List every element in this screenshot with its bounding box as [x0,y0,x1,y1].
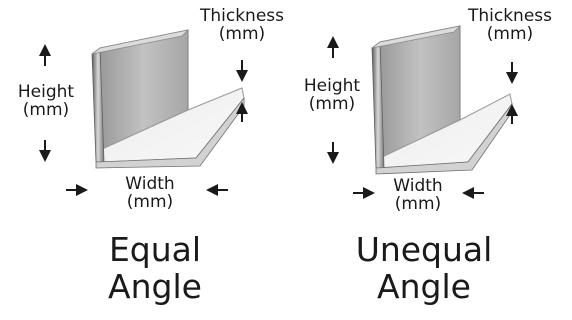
width-unit: (mm) [126,191,174,212]
equal-thickness-label: Thickness (mm) [186,6,298,44]
height-text: Height [303,76,361,96]
width-unit: (mm) [394,193,442,214]
equal-angle-arrows [39,44,248,196]
title-line-1: Unequal [355,230,493,269]
width-text: Width [125,174,175,194]
unequal-thickness-label: Thickness (mm) [454,6,566,44]
title-line-2: Angle [377,266,471,306]
width-text: Width [393,176,443,196]
unequal-angle-shape [371,25,513,175]
height-unit: (mm) [22,99,70,120]
unequal-angle-arrows [327,36,518,199]
equal-width-label: Width (mm) [104,174,196,212]
thickness-text: Thickness [467,6,553,26]
unequal-width-label: Width (mm) [372,176,464,214]
equal-angle-shape [91,29,245,169]
title-line-1: Equal [108,230,202,269]
height-unit: (mm) [308,93,356,114]
thickness-text: Thickness [199,6,285,26]
equal-angle-title: Equal Angle [70,230,240,306]
thickness-unit: (mm) [218,23,266,44]
unequal-height-label: Height (mm) [292,76,372,114]
unequal-angle-title: Unequal Angle [324,230,524,306]
title-line-2: Angle [108,266,202,306]
height-text: Height [17,82,75,102]
equal-height-label: Height (mm) [6,82,86,120]
thickness-unit: (mm) [486,23,534,44]
